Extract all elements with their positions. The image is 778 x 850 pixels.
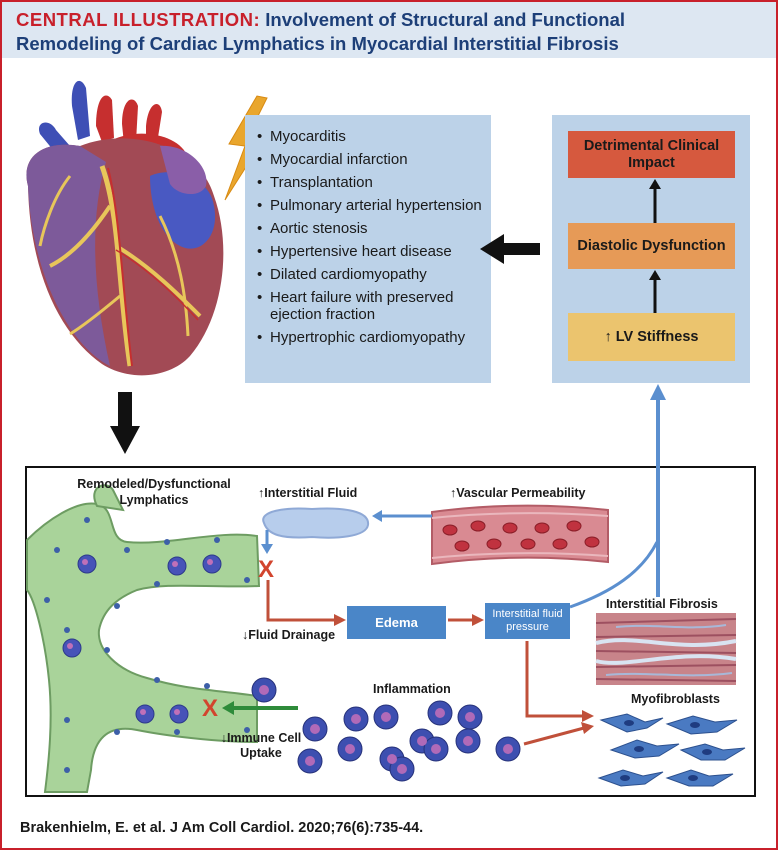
title-text-1: Involvement of Structural and Functional (265, 9, 626, 30)
condition-item: Hypertrophic cardiomyopathy (257, 329, 491, 346)
pressure-to-myofibroblasts-arrow (525, 641, 584, 718)
condition-item: Myocarditis (257, 128, 491, 145)
edema-box: Edema (347, 606, 446, 639)
immune-cells-cluster (251, 677, 521, 782)
conditions-panel: Myocarditis Myocardial infarction Transp… (245, 115, 491, 383)
myofibroblasts-label: Myofibroblasts (631, 692, 720, 706)
illustration-label: CENTRAL ILLUSTRATION: (16, 9, 261, 30)
fluid-drainage-text: Fluid Drainage (248, 628, 336, 642)
increase-arrow-icon: ↑ (604, 328, 612, 345)
lv-stiffness-box: ↑ LV Stiffness (568, 313, 735, 361)
uptake-block-icon: X (202, 695, 219, 722)
arrow-up-icon (649, 270, 661, 313)
header-banner: CENTRAL ILLUSTRATION: Involvement of Str… (2, 2, 776, 58)
interstitial-fluid-label: ↑Interstitial Fluid (258, 486, 357, 500)
fluid-drainage-label: ↓Fluid Drainage (242, 628, 335, 642)
interstitial-fluid-icon (262, 507, 370, 539)
arrow-up-icon (649, 179, 661, 223)
citation: Brakenhielm, E. et al. J Am Coll Cardiol… (20, 820, 424, 836)
condition-item: Heart failure with preserved ejection fr… (257, 289, 491, 323)
fibrosis-tissue-illustration (595, 613, 737, 685)
diastolic-dysfunction-box: Diastolic Dysfunction (568, 223, 735, 269)
vascular-permeability-text: Vascular Permeability (456, 486, 586, 500)
title-line-2: Remodeling of Cardiac Lymphatics in Myoc… (16, 33, 619, 54)
interstitial-fluid-text: Interstitial Fluid (264, 486, 358, 500)
decrease-arrow-icon: ↓ (220, 731, 227, 745)
conditions-list: Myocarditis Myocardial infarction Transp… (245, 115, 491, 346)
interstitial-fluid-pressure-box: Interstitial fluid pressure (485, 603, 570, 639)
increase-arrow-icon: ↑ (450, 486, 457, 500)
lymphatics-label: Remodeled/Dysfunctional Lymphatics (77, 477, 231, 507)
drainage-to-edema-arrow (266, 580, 336, 622)
clinical-impact-panel: Detrimental Clinical Impact Diastolic Dy… (552, 115, 750, 383)
pressure-to-stiffness-arrow (569, 541, 659, 609)
lv-stiffness-label: LV Stiffness (615, 328, 699, 345)
lymphatic-vessel-illustration (26, 484, 261, 793)
inflammation-to-myofibroblasts-arrow (523, 726, 585, 746)
condition-item: Aortic stenosis (257, 220, 491, 237)
arrow-down-icon (110, 392, 140, 454)
drainage-block-icon: X (258, 556, 275, 583)
immune-cell-uptake-label: ↓Immune Cell Uptake (213, 731, 309, 761)
condition-item: Hypertensive heart disease (257, 243, 491, 260)
clinical-impact-box: Detrimental Clinical Impact (568, 131, 735, 178)
condition-item: Transplantation (257, 174, 491, 191)
interstitial-fibrosis-label: Interstitial Fibrosis (606, 597, 718, 611)
inflammation-label: Inflammation (373, 682, 451, 696)
decrease-arrow-icon: ↓ (242, 628, 249, 642)
immune-cell-uptake-text: Immune Cell Uptake (226, 731, 302, 760)
vascular-permeability-label: ↑Vascular Permeability (450, 486, 586, 500)
condition-item: Pulmonary arterial hypertension (257, 197, 491, 214)
condition-item: Dilated cardiomyopathy (257, 266, 491, 283)
condition-item: Myocardial infarction (257, 151, 491, 168)
increase-arrow-icon: ↑ (258, 486, 265, 500)
title-line-1: CENTRAL ILLUSTRATION: Involvement of Str… (16, 9, 625, 31)
heart-illustration (26, 80, 224, 376)
arrow-left-icon (480, 234, 540, 264)
blood-vessel-illustration (431, 504, 609, 566)
myofibroblast-icon (597, 713, 746, 787)
